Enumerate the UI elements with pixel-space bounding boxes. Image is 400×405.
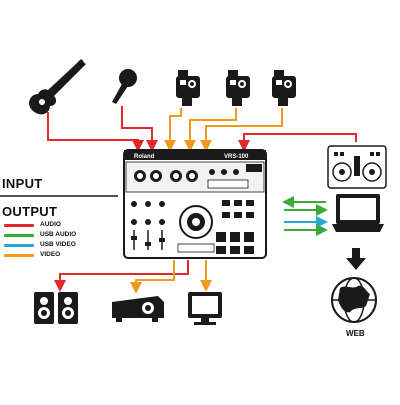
mixer-brand: Roland bbox=[134, 154, 155, 160]
audio-line-mic bbox=[121, 106, 158, 152]
video-line-camera-2 bbox=[184, 108, 237, 152]
audio-line-guitar bbox=[47, 112, 144, 152]
input-heading: INPUT bbox=[2, 176, 43, 191]
legend-label-audio: AUDIO bbox=[40, 221, 61, 228]
camcorder-icon bbox=[272, 70, 296, 106]
monitor-icon bbox=[188, 292, 222, 325]
legend-label-video: VIDEO bbox=[40, 251, 61, 258]
web-label: WEB bbox=[346, 329, 365, 338]
video-mixer-device bbox=[123, 149, 267, 259]
video-line-camera-3 bbox=[200, 108, 283, 152]
legend-swatch-audio bbox=[4, 224, 34, 227]
mixer-model-label: VRS-100 bbox=[224, 154, 249, 160]
legend-swatch-usb-audio bbox=[4, 234, 34, 237]
download-arrow-icon bbox=[346, 248, 366, 270]
camcorder-icon bbox=[176, 70, 200, 106]
speakers-icon bbox=[34, 292, 78, 324]
laptop-icon bbox=[332, 194, 384, 232]
legend-swatch-video bbox=[4, 254, 34, 257]
guitar-icon bbox=[29, 59, 86, 115]
video-line-projector bbox=[130, 260, 175, 294]
legend-label-usb-audio: USB AUDIO bbox=[40, 231, 77, 238]
legend-swatch-usb-video bbox=[4, 244, 34, 247]
output-heading: OUTPUT bbox=[2, 204, 58, 219]
microphone-icon bbox=[112, 69, 137, 104]
globe-icon bbox=[331, 277, 377, 323]
video-line-camera-1 bbox=[164, 108, 182, 152]
legend-label-usb-video: USB VIDEO bbox=[40, 241, 76, 248]
audio-line-dj bbox=[238, 133, 357, 152]
dj-controller-icon bbox=[327, 145, 387, 189]
projector-icon bbox=[112, 296, 164, 322]
audio-line-speakers bbox=[54, 260, 189, 292]
camcorder-icon bbox=[226, 70, 250, 106]
